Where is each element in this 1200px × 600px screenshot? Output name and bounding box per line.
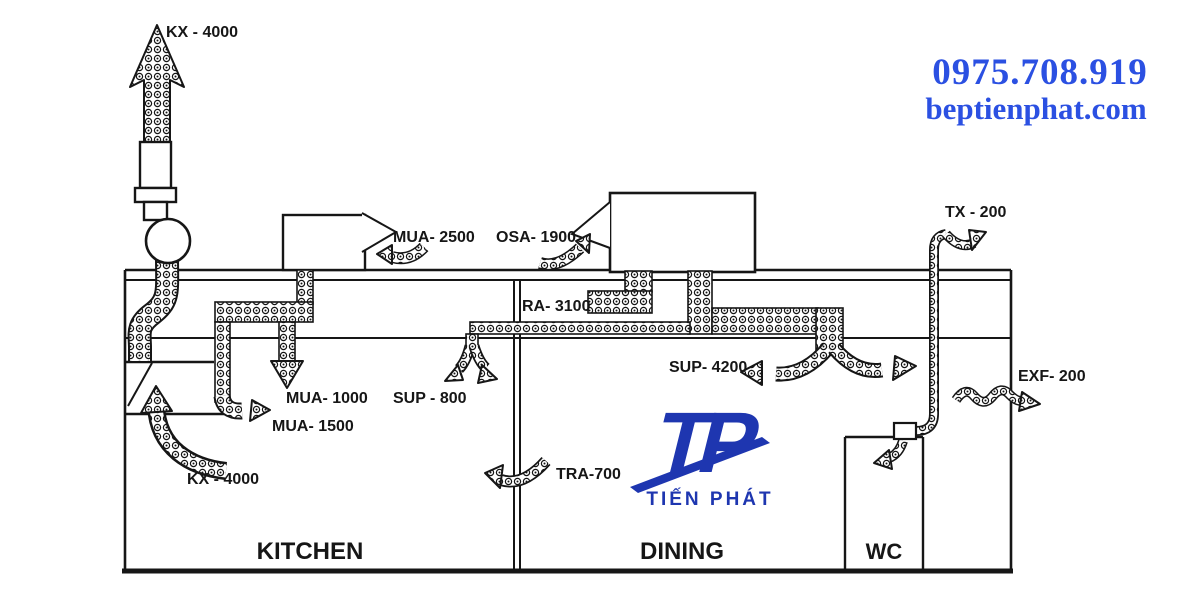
stack-neck [142,200,169,222]
label-sup-4200: SUP- 4200 [669,359,747,376]
ahu-unit [538,191,757,274]
sup4200-left-head [740,360,763,386]
kitchen-mua-ductwork [213,269,314,422]
mua-unit-box [281,213,367,272]
mua-feed-duct [296,269,314,305]
sup-4200-arrows [740,342,917,386]
label-wc: WC [866,539,903,564]
mua-hood-branch [214,321,231,403]
room-labels: KITCHEN DINING WC [257,538,903,565]
osa-arrow [538,244,584,269]
logo-wordmark: TIẾN PHÁT [646,488,773,510]
sup4200-right-head [892,355,917,381]
ahu-box [608,191,757,274]
label-mua-2500: MUA- 2500 [393,229,475,246]
sup800-left-head [444,364,464,382]
kitchen-hood [125,360,232,416]
ra-horizontal [587,290,653,314]
mua-1000-stub [278,321,296,363]
label-kitchen: KITCHEN [257,538,364,565]
stack-silencer [138,140,173,190]
supply-main-duct [711,307,819,335]
exf-wavy [953,386,1026,406]
wc-exhaust-fan-box [892,421,918,441]
tx-toilet-exhaust [873,229,987,470]
branding-contact: 0975.708.919 beptienphat.com [925,52,1148,126]
label-kx-stack: KX - 4000 [166,24,238,41]
mua-intake-arrow [390,243,428,263]
sup800-right-head [477,364,498,384]
label-osa-1900: OSA- 1900 [496,229,576,246]
mua-intake-funnel [361,212,399,253]
ra-vertical [624,270,653,293]
label-mua-1500: MUA- 1500 [272,418,354,435]
label-ra-3100: RA- 3100 [522,298,591,315]
watermark-logo: TP TIẾN PHÁT [630,394,773,510]
exf-arrowhead [1018,391,1041,412]
tx-arrowhead [968,229,987,251]
osa-arrowhead [575,233,591,254]
supply-trunk [687,270,713,335]
mua-1500-arrowhead [249,399,271,422]
mua-intake-arrowhead [376,244,393,265]
exhaust-fan-scroll [144,217,192,265]
tra-arrowhead [484,464,504,489]
return-air-duct [587,270,653,314]
osa-intake-funnel [570,201,611,249]
wc-grille-arrowhead [873,449,893,470]
label-dining: DINING [640,538,724,565]
tra-700-arrow [484,456,551,489]
label-mua-1000: MUA- 1000 [286,390,368,407]
kx-stack-arrow [129,24,185,144]
label-kx-hood: KX - 4000 [187,471,259,488]
kx-duct [129,255,178,361]
phone-number: 0975.708.919 [932,52,1148,93]
sup4200-right [829,344,883,377]
label-tx-200: TX - 200 [945,204,1006,221]
kx-hood-arrowhead [140,385,173,414]
mua-horizontal-duct [214,301,314,323]
label-sup-800: SUP - 800 [393,390,467,407]
exhaust-stack [127,24,192,361]
tx-duct [915,230,947,435]
kx-hood-arrow [140,385,228,480]
sup4200-left [775,344,833,380]
kx-hood-flow [149,405,227,478]
website-url: beptienphat.com [925,91,1146,126]
label-tra-700: TRA-700 [556,466,621,483]
flow-labels: KX - 4000 MUA- 2500 OSA- 1900 RA- 3100 M… [166,24,1086,488]
logo-slash [630,437,770,493]
mua-1000-arrowhead [270,360,304,389]
stack-flange [133,186,178,204]
sup-800-fork [444,333,498,384]
supply-branch-duct [469,321,691,335]
label-exf-200: EXF- 200 [1018,368,1086,385]
supply-ductwork [469,270,844,355]
hood-slant [127,362,153,407]
mua-roof-unit [281,212,429,272]
exf-wall-exhaust [951,385,1041,412]
mua-hood-elbow [215,394,243,418]
tra-flow [499,458,550,486]
